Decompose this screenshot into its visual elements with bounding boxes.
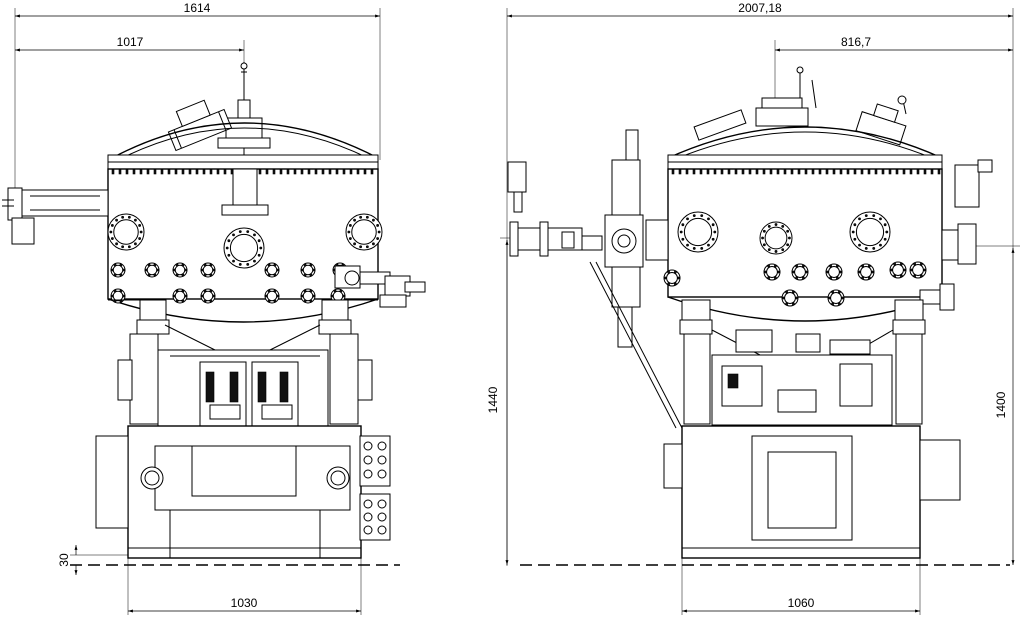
- dimension-base-width-left: 1030: [127, 558, 362, 615]
- small-ports-right: [663, 261, 927, 307]
- chamber-dome-right: [667, 126, 943, 159]
- dim-label-1060: 1060: [788, 596, 815, 610]
- right-valve-assembly: [334, 265, 426, 308]
- front-view: 1614 1017: [2, 1, 426, 615]
- side-viewports-right: [677, 211, 891, 255]
- dim-label-816: 816,7: [841, 35, 871, 49]
- support-legs: [108, 299, 378, 425]
- top-feedthrough: [217, 62, 271, 155]
- support-legs-right: [679, 299, 926, 425]
- top-tilted-ports: [167, 99, 233, 152]
- chamber-dome: [111, 122, 379, 159]
- flange-bolts-right: [671, 168, 941, 175]
- dim-label-2007: 2007,18: [738, 1, 782, 15]
- small-ports: [110, 262, 348, 304]
- dimension-flange-width-right: 816,7: [774, 35, 1013, 100]
- dimension-overall-width-right: 2007,18: [506, 1, 1014, 566]
- dimension-total-height-right: 1440: [486, 237, 520, 565]
- dimension-base-height: 30: [57, 545, 128, 575]
- dim-label-1017: 1017: [117, 35, 144, 49]
- right-arm-assembly: [919, 159, 993, 311]
- dim-label-1440: 1440: [486, 386, 500, 413]
- dim-label-1030: 1030: [231, 596, 258, 610]
- top-ports-right: [693, 66, 907, 146]
- side-viewports: [107, 213, 383, 269]
- dim-label-30: 30: [57, 553, 71, 567]
- left-side-pump: [2, 187, 109, 245]
- side-view: 2007,18 816,7 1440 1400: [486, 1, 1020, 615]
- base-cabinet-right: [663, 425, 961, 559]
- electronics-rack: [117, 349, 373, 427]
- dim-label-1400: 1400: [994, 391, 1008, 418]
- dimension-overall-width-left: 1614: [14, 1, 381, 210]
- left-arm-assembly: [507, 129, 683, 429]
- dimension-height-1400: 1400: [960, 245, 1020, 565]
- connector-panels: [359, 435, 391, 541]
- dimension-base-width-right: 1060: [681, 558, 921, 615]
- electronics-right: [711, 329, 893, 426]
- dimension-flange-width-left: 1017: [15, 35, 245, 70]
- base-cabinet: [95, 425, 362, 559]
- dim-label-1614: 1614: [184, 1, 211, 15]
